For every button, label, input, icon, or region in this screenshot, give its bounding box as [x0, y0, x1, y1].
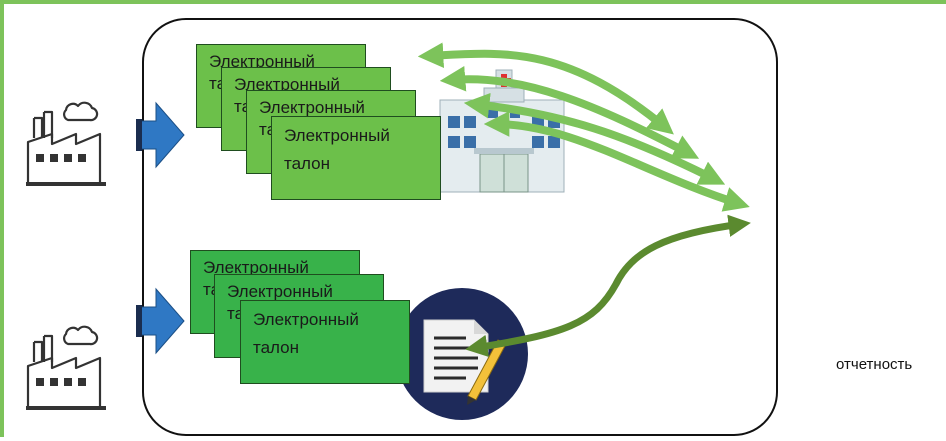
diagram-art	[26, 42, 751, 420]
input-arrow-bottom	[136, 287, 185, 355]
e-ticket-card: Электронный талон	[271, 116, 441, 200]
factory-icon	[26, 101, 106, 186]
card-title: Электронный	[253, 310, 359, 329]
document-pen-icon	[396, 288, 528, 420]
card-title: Электронный	[259, 98, 365, 117]
reporting-label: отчетность	[836, 356, 913, 373]
card-title: Электронный	[227, 282, 333, 301]
card-subtitle: талон	[284, 154, 331, 173]
input-arrow-top	[136, 101, 185, 169]
card-title: Электронный	[234, 75, 340, 94]
factory-icon	[26, 325, 106, 410]
exchange-arrows	[417, 42, 750, 212]
e-ticket-card: Электронный талон	[240, 300, 410, 384]
card-title: Электронный	[284, 126, 390, 145]
card-subtitle: талон	[253, 338, 300, 357]
reporting-arrow	[465, 214, 751, 358]
card-title: Электронный	[203, 258, 309, 277]
card-title: Электронный	[209, 52, 315, 71]
system-boundary	[142, 18, 778, 436]
